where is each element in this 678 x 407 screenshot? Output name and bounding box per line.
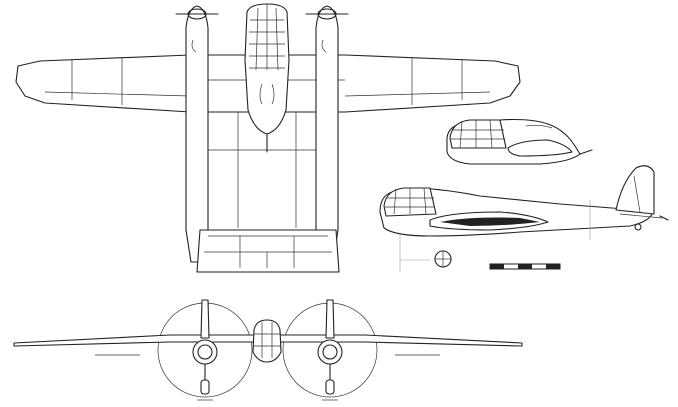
plan-canopy-frames	[249, 4, 285, 71]
front-view	[13, 299, 523, 401]
plan-right-boom	[315, 5, 339, 263]
plan-left-boom	[185, 5, 209, 263]
side-view	[379, 165, 669, 272]
side-fin	[615, 165, 655, 215]
plan-view	[15, 3, 521, 273]
plan-tailplane	[196, 229, 340, 273]
scale-bar	[489, 263, 561, 270]
front-nacelle	[252, 319, 282, 363]
nose-detail-view	[446, 118, 593, 165]
